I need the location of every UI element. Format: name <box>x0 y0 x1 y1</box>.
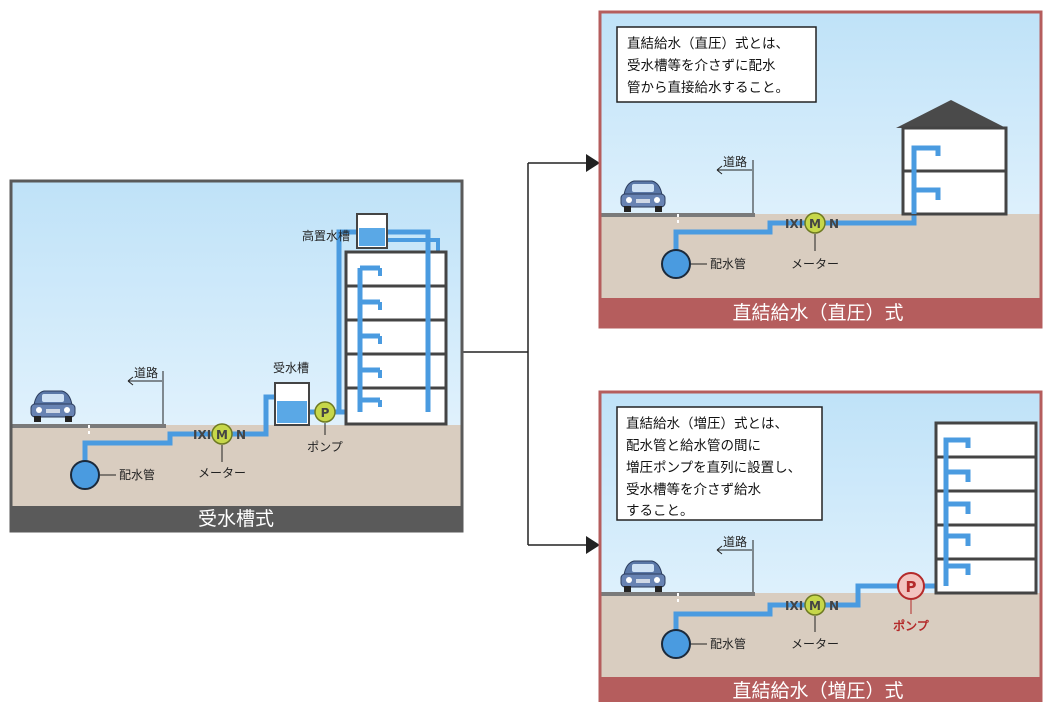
meter-label: メーター <box>198 466 246 480</box>
pump-label: ポンプ <box>893 618 930 633</box>
car-icon <box>30 390 76 422</box>
panel-title: 直結給水（直圧）式 <box>732 302 903 324</box>
arrow-top-icon <box>586 154 600 172</box>
description-line-1: 直結給水（直圧）式とは、 <box>627 36 789 52</box>
pump-icon <box>314 401 336 423</box>
arrow-bottom-icon <box>586 536 600 554</box>
description-line-2: 配水管と給水管の間に <box>626 438 761 454</box>
description-line-2: 受水槽等を介さずに配水 <box>627 57 776 74</box>
main-pipe-label: 配水管 <box>710 256 746 271</box>
pump-label: ポンプ <box>307 440 343 454</box>
north-mark: N <box>829 217 839 231</box>
flow-connector <box>462 154 600 554</box>
valve-icon: IXI <box>193 428 211 442</box>
panel-booster-pressure: 直結給水（増圧）式 直結給水（増圧）式とは、 配水管と給水管の間に 増圧ポンプを… <box>598 390 1043 702</box>
description-line-3: 管から直接給水すること。 <box>627 79 789 96</box>
north-mark: N <box>829 599 839 613</box>
panel-title: 受水槽式 <box>198 508 274 530</box>
footer-bar <box>600 298 1041 327</box>
meter-letter: M <box>809 217 821 231</box>
panel-direct-pressure: 直結給水（直圧）式 直結給水（直圧）式とは、 受水槽等を介さずに配水 管から直接… <box>598 10 1043 329</box>
service-pipe <box>82 431 212 471</box>
car-icon <box>620 180 666 212</box>
service-pipe <box>673 602 805 640</box>
meter-icon <box>804 212 826 234</box>
meter-label: メーター <box>791 257 839 271</box>
booster-pump-icon <box>897 572 925 600</box>
meter-label: メーター <box>791 637 839 651</box>
road-label: 道路 <box>723 154 747 169</box>
main-pipe-label: 配水管 <box>710 636 746 651</box>
house <box>896 100 1008 216</box>
meter-letter: M <box>216 428 228 442</box>
road-label: 道路 <box>723 534 747 549</box>
description-box <box>616 26 817 103</box>
footer-bar <box>11 506 462 531</box>
valve-icon: IXI <box>785 217 803 231</box>
valve-icon: IXI <box>785 599 803 613</box>
pump-letter: P <box>906 578 917 596</box>
footer-bar <box>600 677 1041 702</box>
north-mark: N <box>236 428 246 442</box>
meter-icon <box>804 594 826 616</box>
road-label: 道路 <box>134 365 158 380</box>
service-pipe <box>673 220 805 260</box>
description-line-4: 受水槽等を介さず給水 <box>626 481 761 498</box>
panel-title: 直結給水（増圧）式 <box>732 680 903 702</box>
car-icon <box>620 560 666 592</box>
meter-letter: M <box>809 599 821 613</box>
pump-letter: P <box>321 406 330 420</box>
meter-icon <box>211 423 233 445</box>
description-box <box>616 406 823 521</box>
description-line-1: 直結給水（増圧）式とは、 <box>626 416 788 432</box>
main-pipe-icon <box>70 460 100 490</box>
panel-receiving-tank: 受水槽式 道路 配水管 IXI <box>9 179 464 533</box>
main-pipe-icon <box>661 629 691 659</box>
main-pipe-icon <box>661 249 691 279</box>
description-line-5: すること。 <box>626 503 694 519</box>
receiving-tank-label: 受水槽 <box>273 361 309 375</box>
elevated-tank-label: 高置水槽 <box>302 228 350 243</box>
main-pipe-label: 配水管 <box>119 467 155 482</box>
description-line-3: 増圧ポンプを直列に設置し、 <box>626 460 801 476</box>
